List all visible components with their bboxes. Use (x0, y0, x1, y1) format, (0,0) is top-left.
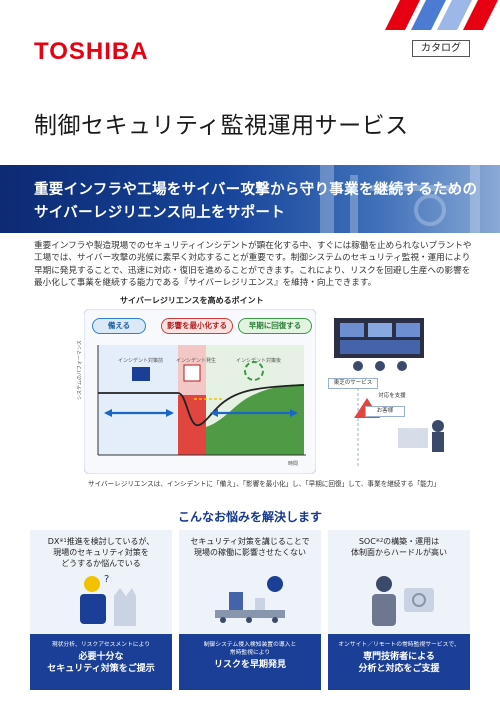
problem-text: セキュリティ対策を講じることで 現場の稼働に影響させたくない (190, 537, 310, 557)
banner-headline-line1: 重要インフラや工場をサイバー攻撃から守り事業を継続するための (34, 182, 478, 198)
intro-paragraph: 重要インフラや製造現場でのセキュリティインシデントが顕在化する中、すぐには稼働を… (34, 240, 472, 290)
x-axis-label: 時間 (288, 461, 299, 467)
toshiba-service-box: 東芝のサービス (328, 378, 378, 389)
hero-banner: 重要インフラや工場をサイバー攻撃から守り事業を継続するための サイバーレジリエン… (0, 165, 500, 233)
problem-text: SOC※2の構築・運用は 体制面からハードルが高い (351, 537, 447, 557)
stage-label: インシデント発生 (176, 358, 217, 364)
problem-card-soc: SOC※2の構築・運用は 体制面からハードルが高い (328, 530, 470, 634)
intro-line: 早期に発見することで、迅速に対応・復旧を進めることができます。これにより、リスク… (34, 265, 471, 276)
svg-text:?: ? (104, 574, 109, 585)
troubled-manager-illustration (372, 576, 434, 626)
banner-headline-line2: サイバーレジリエンス向上をサポート (34, 205, 286, 221)
problems-heading: こんなお悩みを解決します (177, 510, 322, 524)
stage-label: インシデント対策前 (118, 358, 164, 364)
resilience-diagram (84, 309, 316, 474)
y-axis-label: システムのパフォーマンス (77, 340, 83, 400)
solution-box-1: 現状分析、リスクアセスメントにより 必要十分な セキュリティ対策をご提示 (30, 634, 172, 690)
solution-box-3: オンサイト／リモートの常時監視サービスで、 専門技術者による 分析と対応をご支援 (328, 634, 470, 690)
pill-recover: 早期に回復する (238, 318, 312, 334)
catalog-badge: カタログ (412, 40, 470, 57)
solution-box-2: 制御システム侵入検知装置の導入と 常時監視により リスクを早期発見 (179, 634, 321, 690)
worried-engineer-illustration: ? (80, 574, 136, 626)
toshiba-logo: TOSHIBA (34, 38, 149, 65)
intro-line: 最小化して事業を継続する能力である『サイバーレジリエンス』を維持・向上できます。 (34, 278, 377, 289)
problem-text: DX※1推進を検討しているが、 現場のセキュリティ対策を どうするか悩んでいる (47, 537, 155, 568)
problem-card-dx: DX※1推進を検討しているが、 現場のセキュリティ対策を どうするか悩んでいる … (30, 530, 172, 634)
problem-card-operation: セキュリティ対策を講じることで 現場の稼働に影響させたくない (179, 530, 321, 634)
pill-minimize: 影響を最小化する (161, 318, 233, 334)
support-label: 対応を支援 (378, 393, 406, 399)
factory-line-illustration (215, 576, 285, 623)
stage-label: インシデント対策後 (236, 358, 282, 364)
figure-title: サイバーレジリエンスを高めるポイント (120, 296, 264, 305)
figure-caption: サイバーレジリエンスは、インシデントに「備え」、「影響を最小化」し、「早期に回復… (88, 480, 440, 488)
header-stripes-decoration (385, 0, 498, 30)
factory-pipes-decoration (320, 165, 480, 233)
pill-prepare: 備える (92, 318, 146, 334)
intro-line: 工場では、サイバー攻撃の兆候に素早く対応することが重要です。制御システムのセキュ… (34, 253, 471, 264)
customer-box: お客様 (365, 406, 405, 417)
intro-line: 重要インフラや製造現場でのセキュリティインシデントが顕在化する中、すぐには稼働を… (34, 241, 472, 251)
page-title: 制御セキュリティ監視運用サービス (34, 113, 409, 139)
monitoring-center-illustration (334, 318, 444, 468)
